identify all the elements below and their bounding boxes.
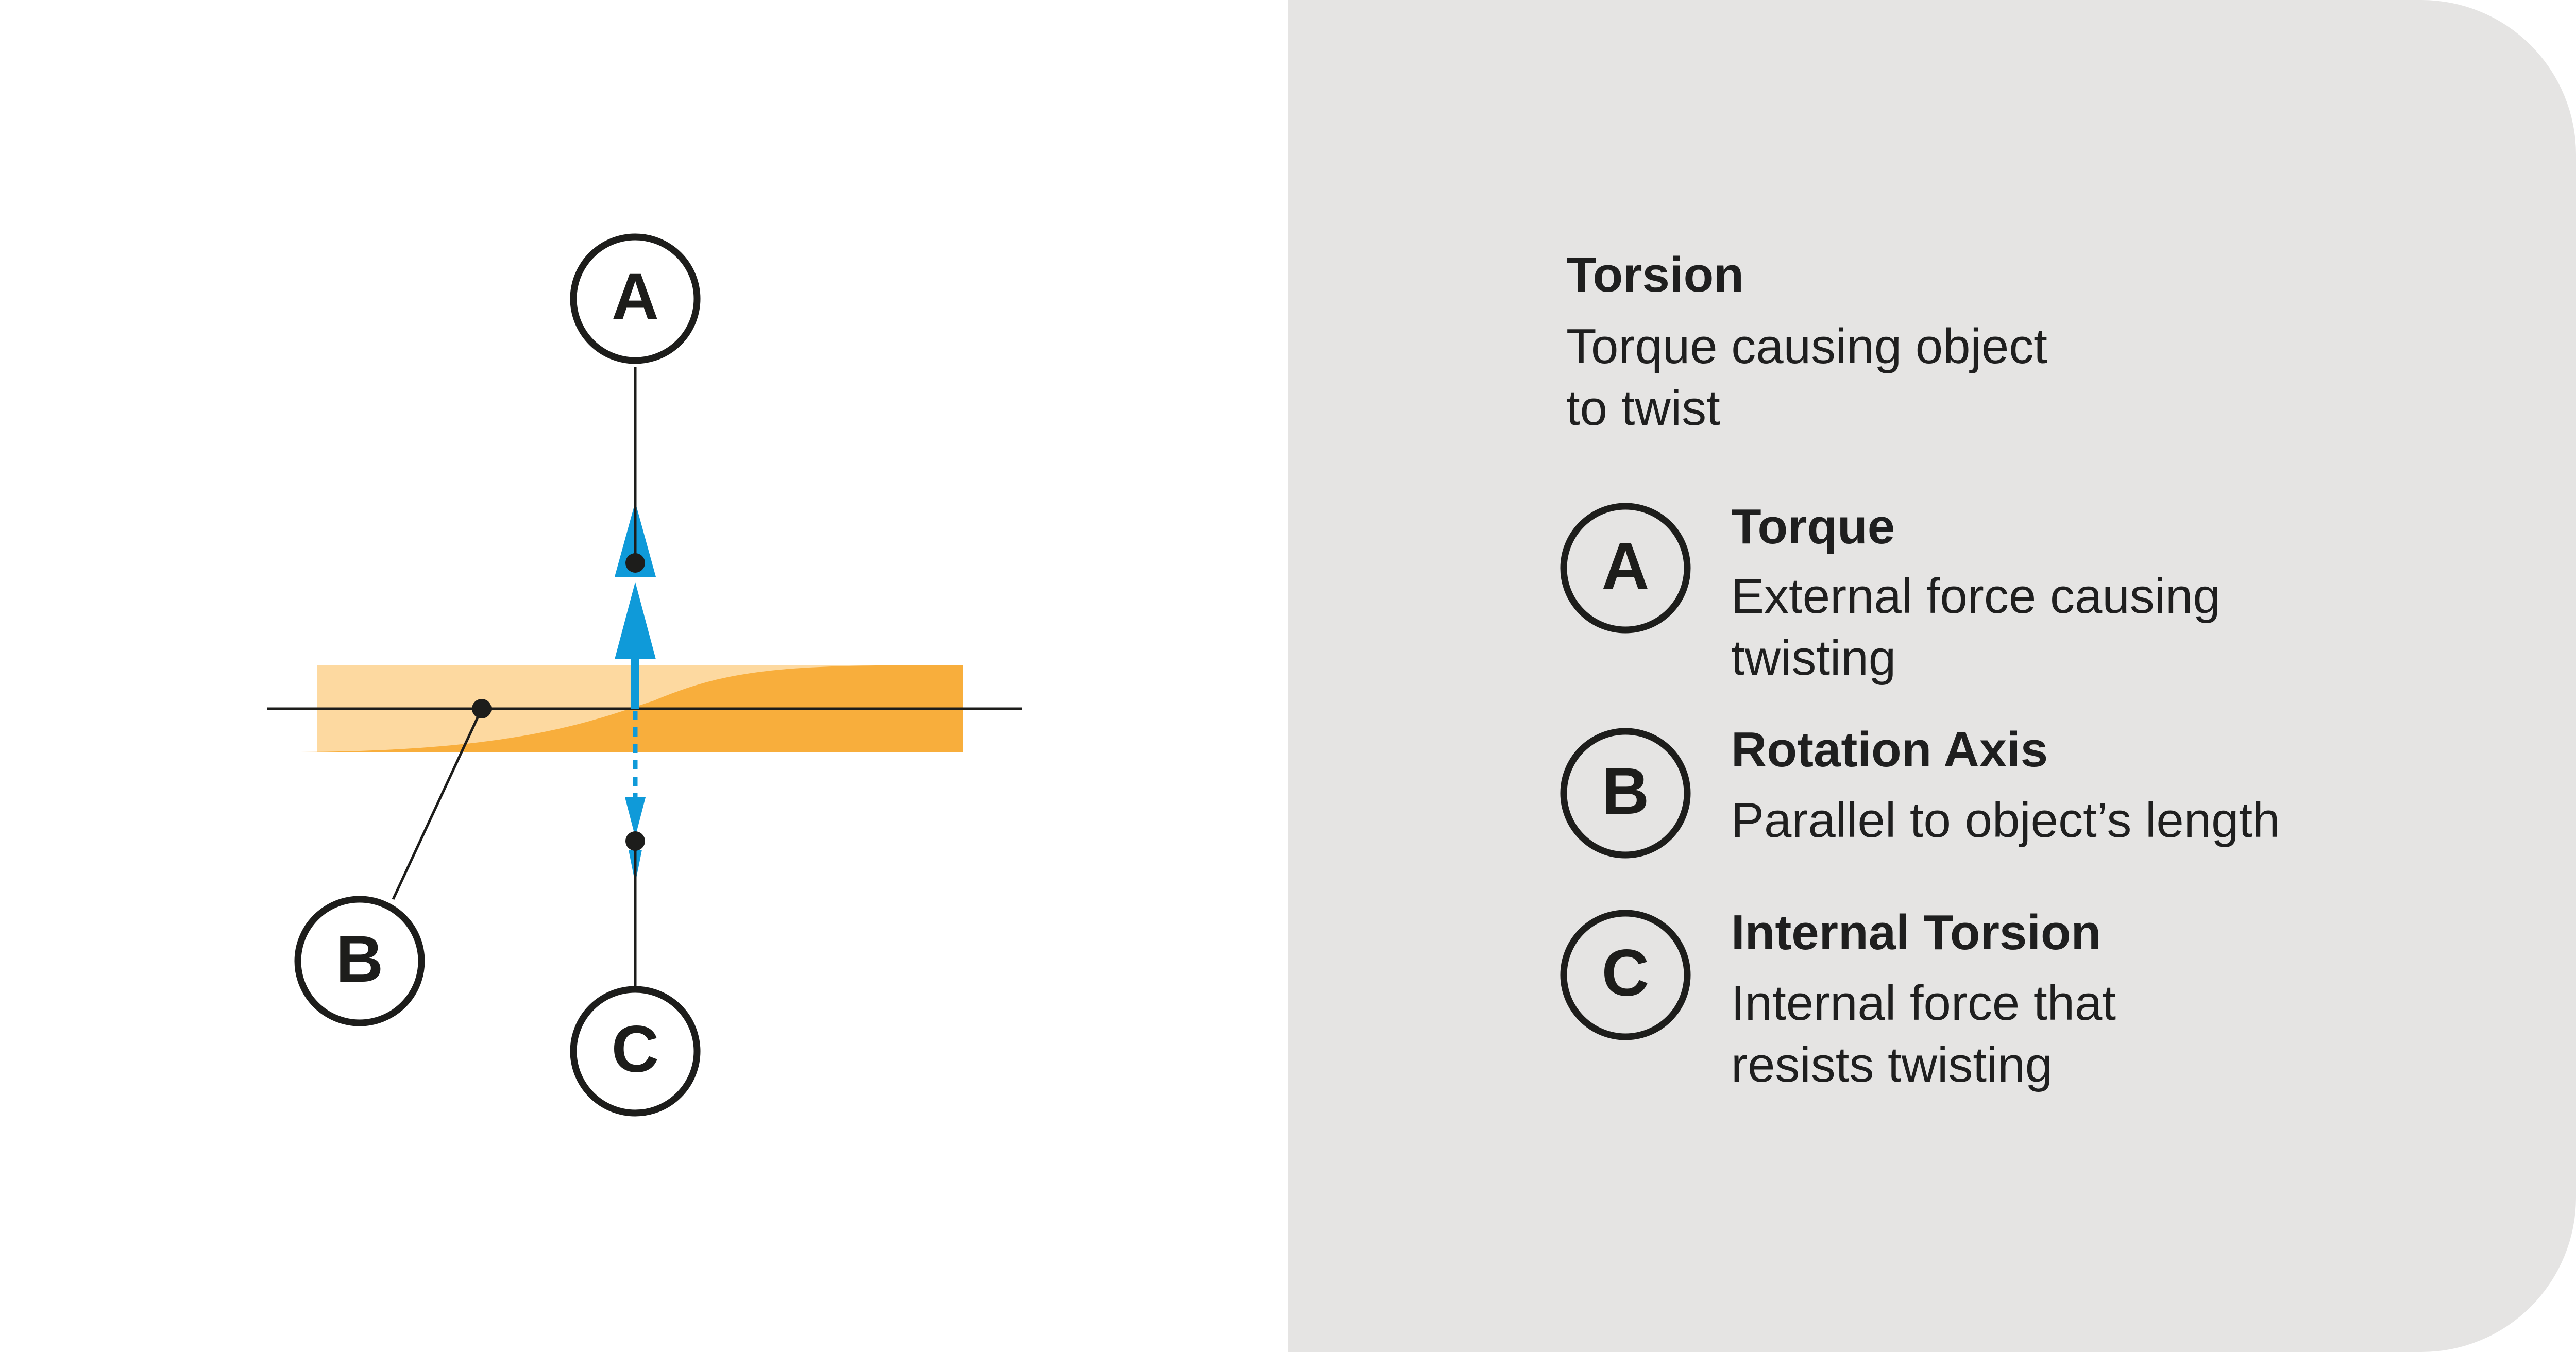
callout-b-label: B (336, 922, 383, 996)
callout-a: A (570, 233, 701, 364)
callout-b: B (294, 896, 425, 1026)
legend-item-c-desc-line-2: resists twisting (1731, 1037, 2053, 1092)
legend-item-a-title: Torque (1731, 499, 1895, 554)
legend-panel-background (1288, 0, 2576, 1352)
anchor-dot-c (625, 831, 645, 851)
leader-line-b (392, 708, 483, 900)
legend-description-line-1: Torque causing object (1566, 319, 2047, 374)
legend-item-c-title: Internal Torsion (1731, 905, 2102, 960)
callout-a-label: A (612, 260, 659, 334)
callout-c: C (570, 986, 701, 1117)
callout-c-label: C (612, 1013, 659, 1086)
legend-item-a-desc-line-1: External force causing (1731, 569, 2221, 624)
twist-shading (291, 665, 963, 752)
legend-badge-a: A (1560, 503, 1691, 634)
anchor-dot-a (625, 553, 645, 573)
legend-badge-c-label: C (1602, 936, 1649, 1010)
anchor-dot-b (472, 699, 492, 718)
legend-item-c-desc-line-1: Internal force that (1731, 976, 2116, 1031)
legend-item-b-title: Rotation Axis (1731, 722, 2048, 777)
legend-badge-a-label: A (1602, 529, 1649, 603)
legend-badge-b: B (1560, 728, 1691, 859)
legend-item-a-desc-line-2: twisting (1731, 630, 1896, 686)
legend-description-line-2: to twist (1566, 381, 1720, 436)
legend-badge-b-label: B (1602, 755, 1649, 828)
legend-badge-c: C (1560, 910, 1691, 1040)
legend-item-b-desc-line-1: Parallel to object’s length (1731, 793, 2280, 848)
legend-title: Torsion (1566, 247, 1744, 302)
